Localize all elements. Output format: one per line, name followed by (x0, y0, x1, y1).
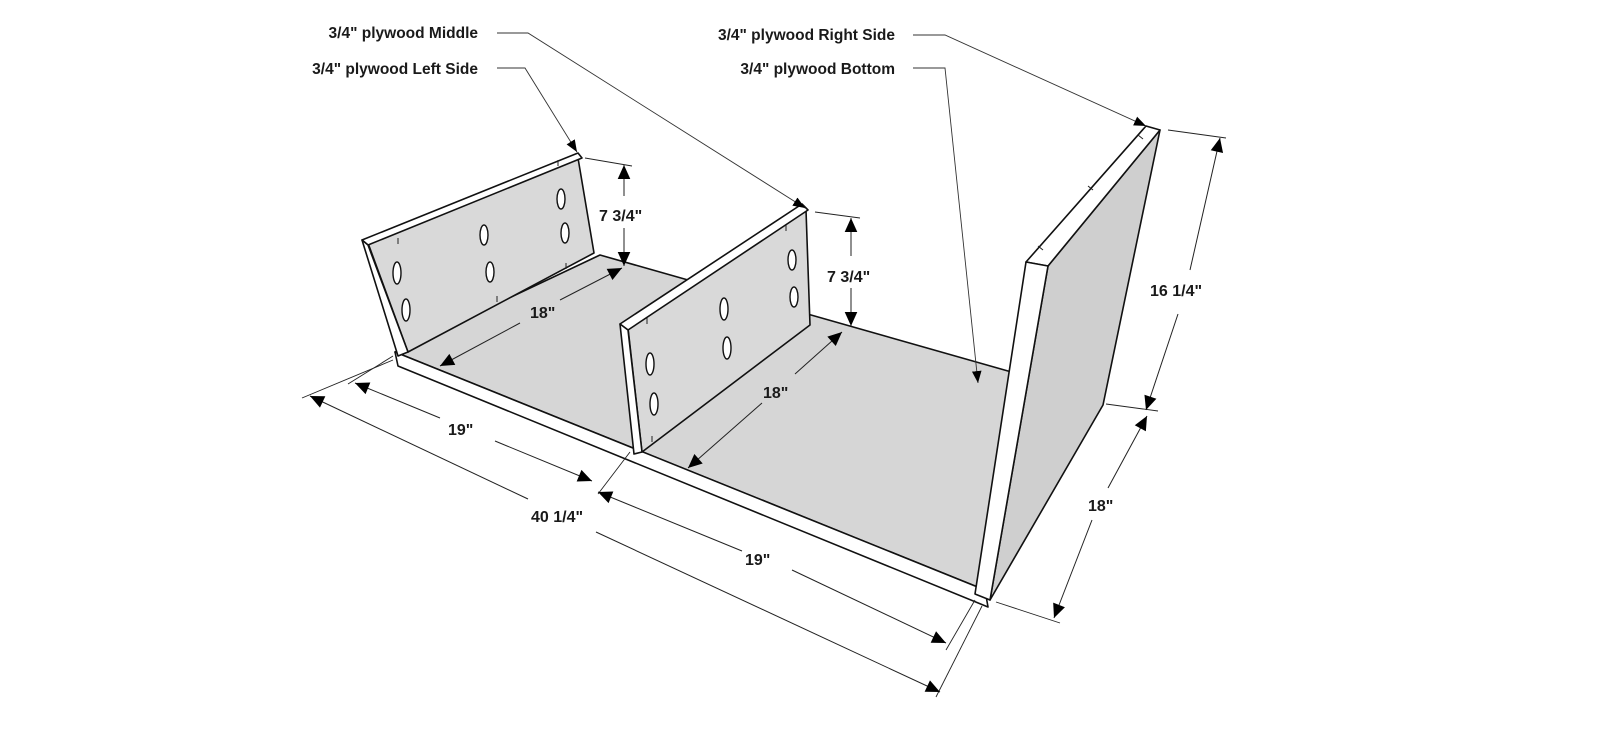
label-leaders (497, 32, 1147, 384)
middle-panel (619, 203, 811, 455)
dim-right-depth-inner: 18" (763, 385, 788, 402)
dimension-lines (301, 129, 1227, 698)
pocket-holes-middle (645, 249, 799, 416)
dim-left-width: 19" (448, 422, 473, 439)
dim-overall-width: 40 1/4" (531, 509, 583, 526)
dim-left-height: 7 3/4" (599, 208, 642, 225)
dim-right-height: 16 1/4" (1150, 283, 1202, 300)
dim-middle-height: 7 3/4" (827, 269, 870, 286)
pocket-holes-left (392, 188, 570, 322)
dim-left-depth: 18" (530, 305, 555, 322)
label-right-side: 3/4" plywood Right Side (718, 27, 895, 44)
dim-right-depth-outer: 18" (1088, 498, 1113, 515)
label-left-side: 3/4" plywood Left Side (312, 61, 478, 78)
bottom-panel (394, 254, 1016, 608)
left-side-panel (361, 152, 595, 357)
label-middle: 3/4" plywood Middle (329, 25, 479, 42)
dim-right-width: 19" (745, 552, 770, 569)
right-side-panel (974, 125, 1161, 601)
nail-marks-middle (646, 225, 787, 442)
nail-marks-left (397, 160, 567, 302)
nail-marks-right (1037, 134, 1144, 251)
label-bottom: 3/4" plywood Bottom (740, 61, 895, 78)
